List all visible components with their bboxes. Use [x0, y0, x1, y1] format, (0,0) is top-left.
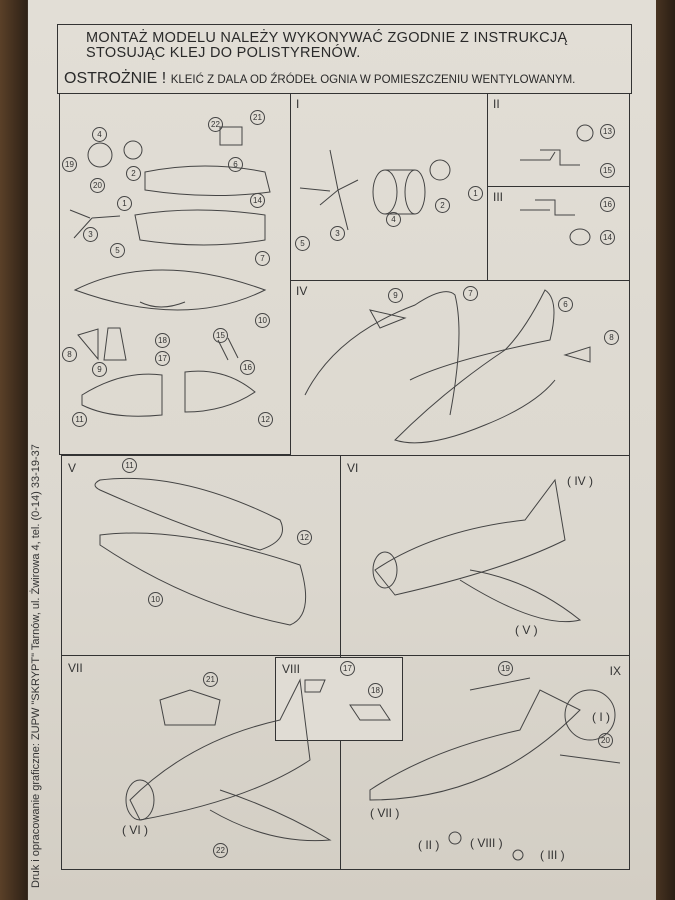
ref-label: ( IV )	[567, 474, 593, 488]
ref-label: ( I )	[592, 710, 610, 724]
ref-label: ( II )	[418, 838, 440, 852]
part-callout: 13	[600, 124, 615, 139]
part-callout: 9	[92, 362, 107, 377]
part-callout: 14	[600, 230, 615, 245]
part-callout: 1	[117, 196, 132, 211]
part-callout: 10	[148, 592, 163, 607]
part-callout: 15	[213, 328, 228, 343]
part-callout: 8	[604, 330, 619, 345]
warning-text: OSTROŻNIE ! KLEIĆ Z DALA OD ŹRÓDEŁ OGNIA…	[64, 70, 576, 87]
part-callout: 5	[110, 243, 125, 258]
part-callout: 8	[62, 347, 77, 362]
ref-label: ( VI )	[122, 823, 148, 837]
part-callout: 19	[498, 661, 513, 676]
ref-label: ( V )	[515, 623, 538, 637]
part-callout: 11	[122, 458, 137, 473]
part-callout: 9	[388, 288, 403, 303]
part-callout: 7	[255, 251, 270, 266]
part-callout: 17	[155, 351, 170, 366]
part-callout: 12	[258, 412, 273, 427]
part-callout: 16	[600, 197, 615, 212]
part-callout: 16	[240, 360, 255, 375]
part-callout: 21	[203, 672, 218, 687]
part-callout: 4	[386, 212, 401, 227]
part-callout: 3	[330, 226, 345, 241]
instruction-text: MONTAŻ MODELU NALEŻY WYKONYWAĆ ZGODNIE Z…	[86, 30, 568, 61]
header-box: MONTAŻ MODELU NALEŻY WYKONYWAĆ ZGODNIE Z…	[57, 24, 632, 94]
part-callout: 1	[468, 186, 483, 201]
part-callout: 21	[250, 110, 265, 125]
panel-step-8: VIII	[275, 657, 403, 741]
part-callout: 2	[435, 198, 450, 213]
part-callout: 10	[255, 313, 270, 328]
part-callout: 14	[250, 193, 265, 208]
part-callout: 18	[155, 333, 170, 348]
part-callout: 5	[295, 236, 310, 251]
part-callout: 6	[228, 157, 243, 172]
part-callout: 7	[463, 286, 478, 301]
part-callout: 22	[208, 117, 223, 132]
part-callout: 11	[72, 412, 87, 427]
part-callout: 22	[213, 843, 228, 858]
printer-credit: Druk i opracowanie graficzne: ZUPW "SKRY…	[30, 444, 42, 888]
part-callout: 19	[62, 157, 77, 172]
part-callout: 4	[92, 127, 107, 142]
part-callout: 3	[83, 227, 98, 242]
part-callout: 20	[598, 733, 613, 748]
ref-label: ( III )	[540, 848, 565, 862]
ref-label: ( VII )	[370, 806, 400, 820]
part-callout: 12	[297, 530, 312, 545]
part-callout: 17	[340, 661, 355, 676]
part-callout: 20	[90, 178, 105, 193]
ref-label: ( VIII )	[470, 836, 503, 850]
part-callout: 15	[600, 163, 615, 178]
part-callout: 18	[368, 683, 383, 698]
part-callout: 2	[126, 166, 141, 181]
panel-step-9: IX	[340, 655, 630, 870]
part-callout: 6	[558, 297, 573, 312]
